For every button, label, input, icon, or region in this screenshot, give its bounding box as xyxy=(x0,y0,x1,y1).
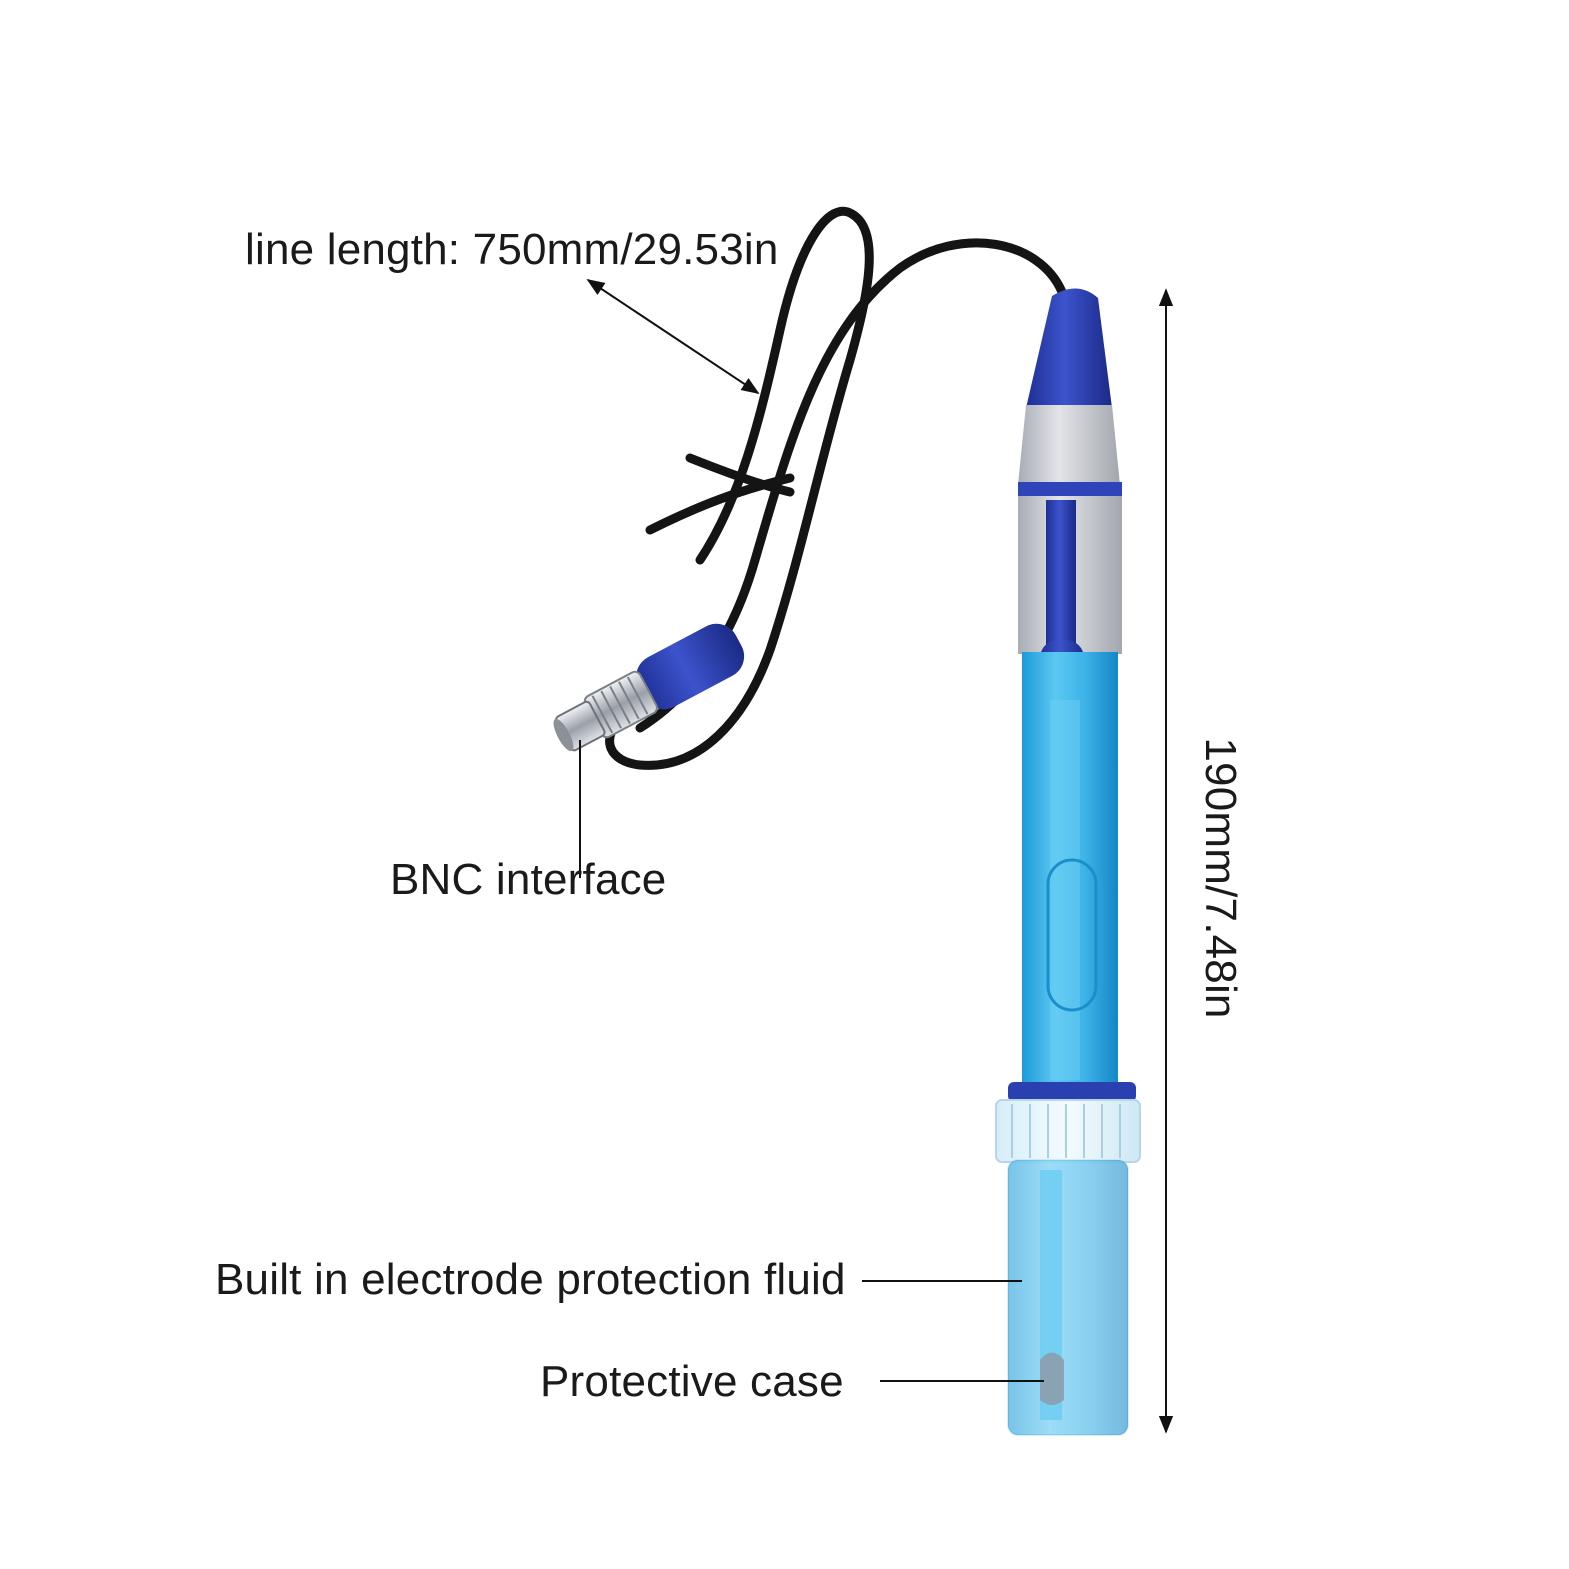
bnc-interface-label: BNC interface xyxy=(390,855,667,904)
bnc-connector xyxy=(553,623,745,752)
line-length-label: line length: 750mm/29.53in xyxy=(245,225,779,274)
glass-body xyxy=(1022,652,1118,1092)
protection-fluid-label: Built in electrode protection fluid xyxy=(215,1255,846,1304)
line-length-leader xyxy=(586,279,760,394)
leader-lines xyxy=(579,279,1174,1434)
protective-case xyxy=(995,1082,1141,1436)
protective-case-label: Protective case xyxy=(540,1357,844,1406)
probe-head xyxy=(1018,288,1122,700)
height-dimension-label: 190mm/7.48in xyxy=(1196,737,1245,1019)
